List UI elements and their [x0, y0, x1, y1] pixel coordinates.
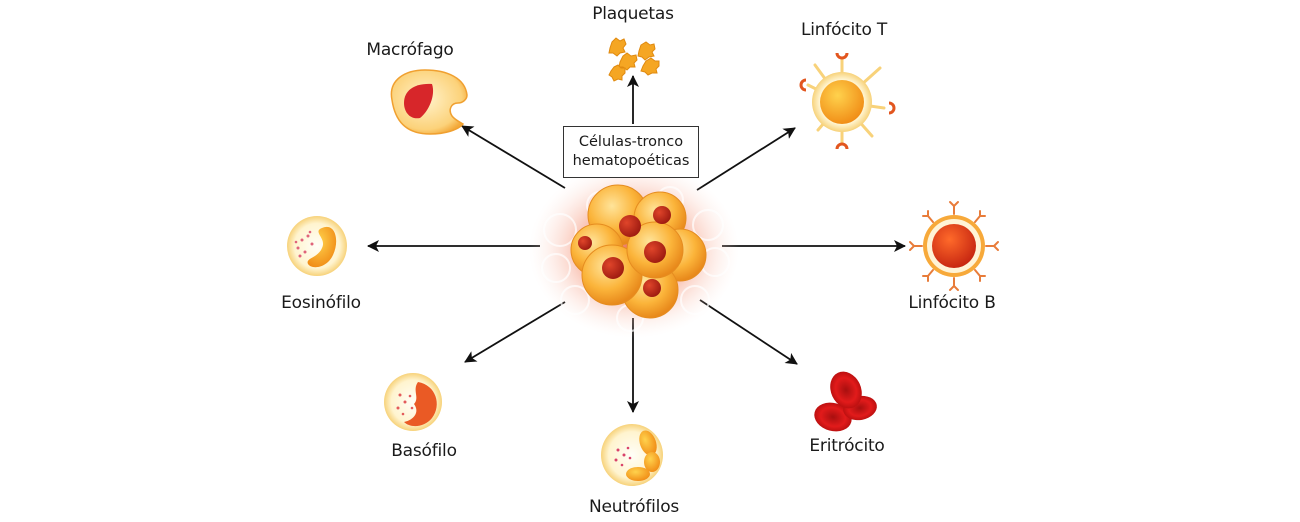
title-line-2: hematopoéticas	[572, 153, 690, 169]
t-lymphocyte-icon	[799, 52, 896, 150]
eosinophil-icon	[287, 216, 347, 276]
title-line-1: Células-tronco	[578, 134, 684, 150]
platelets-icon	[608, 37, 660, 82]
stem-cell-cluster-icon	[529, 162, 739, 338]
label-linfocito-t: Linfócito T	[800, 20, 888, 40]
arrow-to-basofilo	[464, 301, 566, 363]
label-macrofago: Macrófago	[366, 40, 454, 60]
b-lymphocyte-icon	[909, 201, 999, 291]
label-linfocito-b: Linfócito B	[908, 293, 996, 313]
arrow-to-eritrocito	[699, 299, 798, 365]
label-eritrocito: Eritrócito	[809, 436, 885, 456]
label-plaquetas: Plaquetas	[592, 4, 674, 24]
label-basofilo: Basófilo	[391, 441, 457, 461]
arrow-to-linfocito-t	[696, 127, 796, 191]
neutrophil-icon	[601, 424, 663, 486]
stem-cells-title-box: Células-tronco hematopoéticas	[563, 126, 699, 178]
erythrocyte-icon	[814, 371, 877, 432]
macrophage-icon	[390, 69, 468, 135]
label-eosinofilo: Eosinófilo	[281, 293, 361, 313]
label-neutrofilos: Neutrófilos	[588, 497, 680, 517]
basophil-icon	[384, 373, 442, 431]
arrow-to-macrofago	[461, 125, 566, 189]
